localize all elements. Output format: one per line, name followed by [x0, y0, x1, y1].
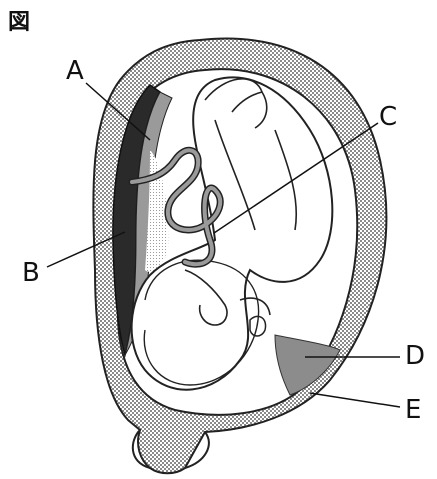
leader-line-e — [310, 393, 400, 407]
label-b: B — [22, 260, 40, 286]
figure-caption: 図 — [8, 4, 30, 36]
label-a: A — [66, 58, 84, 84]
label-d: D — [405, 343, 425, 369]
label-c: C — [379, 104, 397, 130]
label-e: E — [405, 397, 421, 423]
